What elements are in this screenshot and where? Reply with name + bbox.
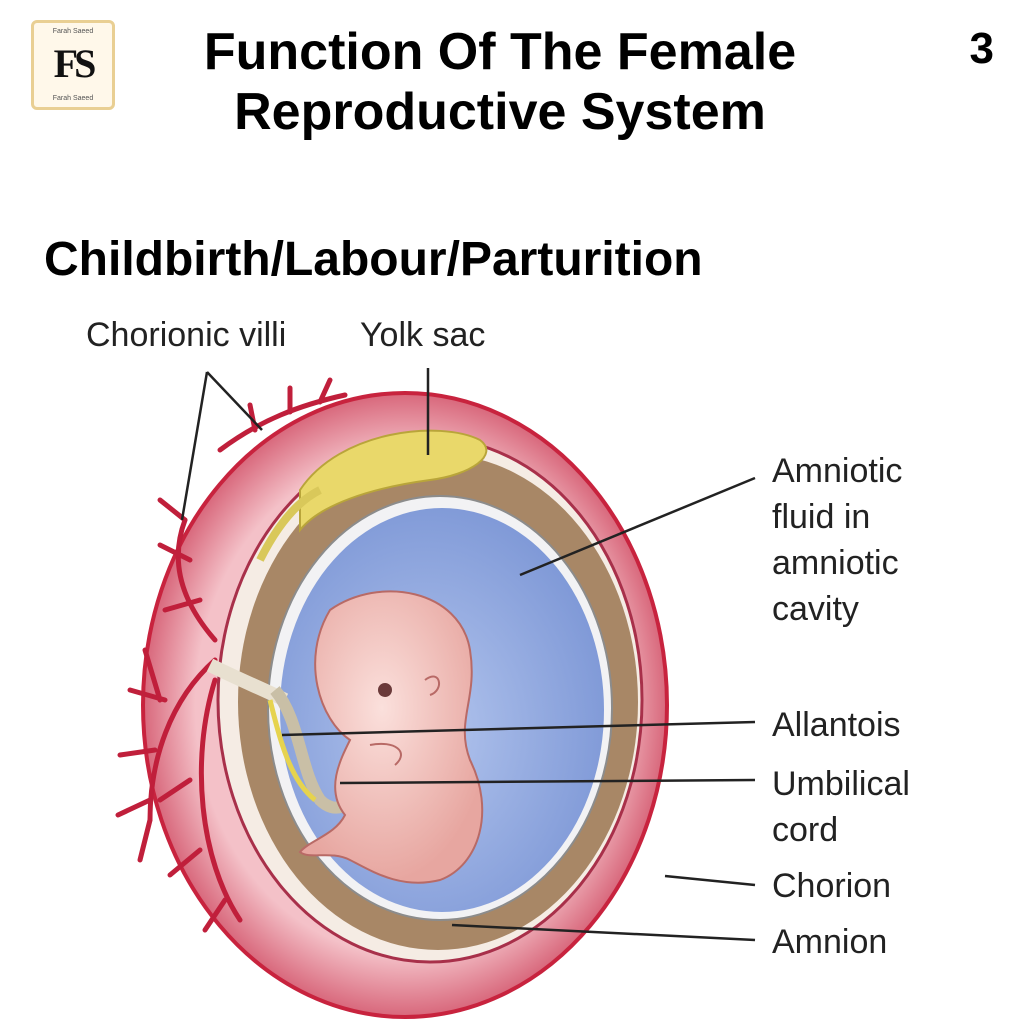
yolk-stalk bbox=[256, 486, 322, 562]
page-title: Function Of The Female Reproductive Syst… bbox=[140, 22, 860, 142]
chorionic-villi bbox=[115, 377, 348, 933]
label-amniotic-fluid-3: amniotic bbox=[772, 544, 899, 582]
embryo-diagram: Chorionic villi Yolk sac Amniotic fluid … bbox=[86, 316, 910, 1019]
label-allantois: Allantois bbox=[772, 706, 901, 744]
leader-lines bbox=[180, 368, 756, 942]
logo-monogram: FS bbox=[53, 41, 97, 86]
logo-name-bottom: Farah Saeed bbox=[52, 95, 94, 102]
label-yolk-sac: Yolk sac bbox=[360, 316, 485, 354]
label-umbilical-1: Umbilical bbox=[772, 765, 910, 803]
brand-logo: Farah Saeed FS Farah Saeed bbox=[31, 20, 115, 110]
title-line-1: Function Of The Female bbox=[203, 23, 797, 81]
title-line-2: Reproductive System bbox=[234, 83, 766, 141]
label-amniotic-fluid-1: Amniotic bbox=[772, 452, 902, 490]
allantois bbox=[267, 699, 317, 802]
label-chorionic-villi: Chorionic villi bbox=[86, 316, 286, 354]
label-amniotic-fluid-2: fluid in bbox=[772, 498, 870, 536]
logo-name-top: Farah Saeed bbox=[52, 28, 94, 35]
yolk-sac bbox=[299, 429, 488, 533]
label-umbilical-2: cord bbox=[772, 811, 838, 849]
embryo bbox=[298, 590, 484, 884]
label-chorion: Chorion bbox=[772, 867, 891, 905]
page-number: 3 bbox=[969, 24, 994, 73]
label-amniotic-fluid-4: cavity bbox=[772, 590, 859, 628]
section-heading: Childbirth/Labour/Parturition bbox=[44, 233, 703, 286]
label-amnion: Amnion bbox=[772, 923, 887, 961]
